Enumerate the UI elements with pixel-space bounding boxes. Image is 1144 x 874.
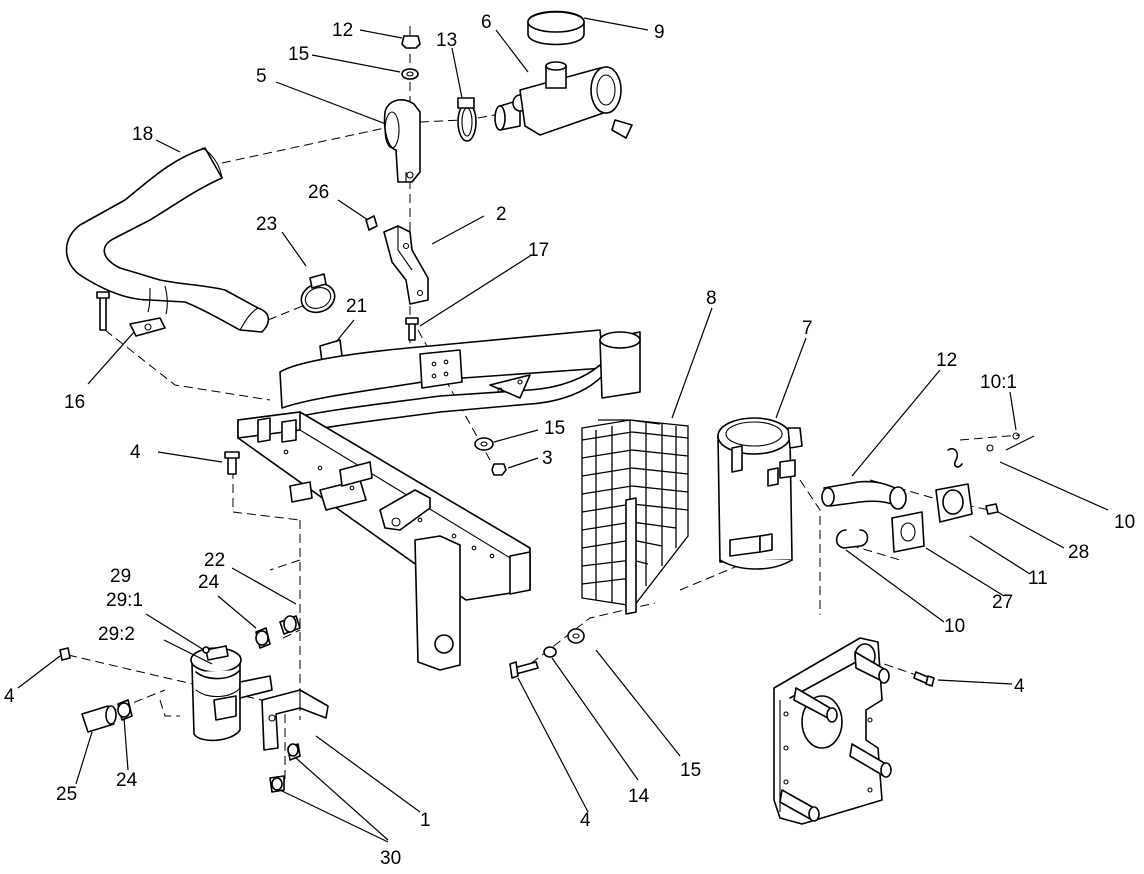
callout-30: 30 [380,848,401,869]
callout-4-bottom: 4 [580,810,591,831]
callout-15-bottom: 15 [680,760,701,781]
bolt-part-4-right [913,671,935,687]
callout-29-1: 29:1 [106,590,143,611]
callout-10-right: 10 [1114,512,1135,533]
screen-part-8 [581,419,689,615]
washer-part-15-bottom [567,628,585,644]
engine-plate [773,637,892,825]
cap-part-9 [527,10,585,46]
callout-17: 18 [132,124,153,145]
bracket-part-1 [261,689,329,751]
washer-part-15-top [401,68,419,80]
callout-29-2: 29:2 [98,624,135,645]
flange-part-11 [935,483,973,523]
callout-29: 29 [110,566,131,587]
frame-assembly [237,329,641,671]
bolt-part-4-bottom [509,661,539,679]
clamp-part-23 [300,273,336,314]
gasket-part-27 [891,511,925,553]
screw-part-26 [365,215,378,231]
callout-26: 26 [308,182,329,203]
callout-8: 8 [706,288,717,309]
callout-9: 9 [654,22,665,43]
callout-19: 13 [436,30,457,51]
bolt-part-4-frame [224,451,240,475]
fitting-part-24-lower [117,699,133,721]
hose-part-17 [65,147,270,337]
callout-14: 14 [628,786,650,807]
tailpipe-part-12 [821,480,907,510]
hose-part-22 [279,615,301,635]
callout-2: 2 [496,204,507,225]
callout-23: 23 [256,214,277,235]
callout-15-top: 15 [288,44,309,65]
hose-part-25 [81,705,117,733]
fitting-part-24-upper [255,627,271,649]
callout-10-lower: 10 [944,616,965,637]
callout-4-left: 4 [4,686,15,707]
callout-16: 17 [528,240,549,261]
callout-1: 1 [420,810,431,831]
callout-7: 7 [802,318,813,339]
callout-3: 3 [542,448,553,469]
leader-lines [17,17,1109,843]
callout-15-mid: 15 [544,418,565,439]
callout-10-1: 10:1 [980,372,1017,393]
u-bolt-part-10 [835,529,869,549]
callout-13: 16 [64,392,85,413]
fittings-part-30 [269,743,301,793]
callout-21: 21 [346,296,367,317]
callout-24-upper: 24 [198,572,220,593]
clamp-part-19 [457,97,477,142]
callout-24-lower: 24 [116,770,138,791]
muffler-part-7 [717,417,803,570]
bolt-part-16 [405,317,419,341]
nut-part-28 [985,503,999,515]
callout-18: 12 [332,20,353,41]
callout-11: 11 [1028,568,1048,589]
callout-22: 22 [204,550,225,571]
callout-25: 25 [56,784,77,805]
callout-labels: 12 15 5 13 6 9 18 26 2 23 17 21 16 4 15 … [4,12,1135,869]
washer-part-14 [543,646,557,658]
assembly-lines [67,26,1021,780]
nut-part-18 [401,35,421,49]
bracket-part-5 [383,99,421,183]
callout-27: 27 [992,592,1013,613]
fuel-filter-part-29 [190,645,273,742]
callout-5: 5 [256,66,267,87]
callout-6: 6 [481,12,492,33]
bracket-part-2 [383,225,429,305]
bolt-part-4-left [59,647,71,661]
callout-12: 12 [936,350,957,371]
nut-part-3 [491,463,507,476]
callout-28: 28 [1068,542,1089,563]
bolt-near-13 [96,291,110,331]
spring-part-10:1 [947,432,1020,468]
callout-4-frame: 4 [130,442,141,463]
washer-part-15-mid [474,437,494,451]
callout-4-right: 4 [1014,676,1025,697]
air-cleaner-part-6 [494,61,633,139]
